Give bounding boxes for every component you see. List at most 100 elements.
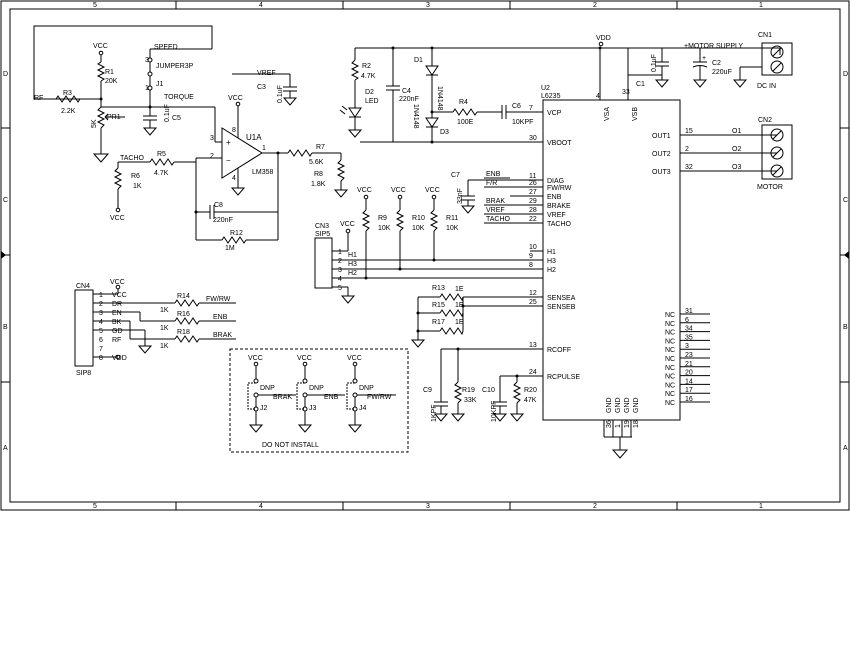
dnp-label: DNP	[260, 385, 275, 392]
power-section: VDD +MOTOR SUPPLY C1 0.1uF + C2 220uF	[596, 32, 793, 191]
nc-label: NC	[665, 382, 675, 389]
u2-pin-name: H1	[547, 249, 556, 256]
r8-value: 1.8K	[311, 181, 326, 188]
brak-label: BRAK	[213, 332, 232, 339]
c4-ref: C4	[402, 88, 411, 95]
jumper-pin	[302, 392, 308, 398]
cn1-ref: CN1	[758, 32, 772, 39]
u2-pin-num: 12	[529, 290, 537, 297]
pr1-ref: PR1	[107, 114, 121, 121]
u2-pin-num: 14	[685, 378, 693, 385]
u2-pin-num: 3	[685, 343, 689, 350]
plus-sign: +	[226, 138, 231, 147]
cn4-pin-num: 6	[99, 337, 103, 344]
u2-pin-num: 29	[529, 198, 537, 205]
r11-value: 10K	[446, 225, 459, 232]
r17-ref: R17	[432, 319, 445, 326]
vcc-label: VCC	[110, 215, 125, 222]
cn4-value: SIP8	[76, 370, 91, 377]
u2-pin-num: 17	[685, 387, 693, 394]
r8-ref: R8	[314, 171, 323, 178]
r1-value: 20K	[105, 78, 118, 85]
dnp-label: DNP	[309, 385, 324, 392]
r2-ref: R2	[362, 63, 371, 70]
r15-value: 1E	[455, 302, 464, 309]
resistor-r19	[453, 381, 463, 404]
led-d2	[348, 107, 362, 118]
u1-pin4: 4	[232, 175, 236, 182]
vdd-label: VDD	[596, 35, 611, 42]
ground-symbol	[492, 413, 508, 422]
o2-label: O2	[732, 146, 741, 153]
ground-symbol	[347, 129, 363, 138]
opamp-u1a: + − U1A LM358 3 2 1 8 4 VCC R7 5.6K R8 1…	[110, 95, 349, 252]
u2-pin-name: FW/RW	[547, 185, 572, 192]
diode-d1	[425, 65, 439, 76]
r14-ref: R14	[177, 293, 190, 300]
col-label: 5	[93, 503, 97, 510]
cn3-pin: 5	[338, 285, 342, 292]
u1-pin8: 8	[232, 127, 236, 134]
nc-label: NC	[665, 365, 675, 372]
gnd-label: GND	[606, 397, 613, 413]
cn4-pin-name: VCC	[112, 292, 127, 299]
u2-pin-name: VREF	[547, 212, 566, 219]
row-label: A	[843, 445, 848, 452]
r18-ref: R18	[177, 329, 190, 336]
jumper-pin	[302, 378, 308, 384]
h1-label: H1	[348, 252, 357, 259]
u2-pin-name: SENSEA	[547, 295, 576, 302]
vcc-label: VCC	[93, 43, 108, 50]
r20-ref: R20	[524, 387, 537, 394]
cn4-pin-name: BK	[112, 319, 122, 326]
r19-ref: R19	[462, 387, 475, 394]
u2-pin-num: 27	[529, 189, 537, 196]
ground-symbol	[282, 97, 298, 106]
resistor-r16	[174, 317, 200, 325]
u1-pin3: 3	[210, 135, 214, 142]
c5-value: 0.1uF	[164, 104, 171, 122]
cn3-pin: 3	[338, 267, 342, 274]
cn3-pin: 1	[338, 249, 342, 256]
u2-pin-num: 13	[529, 342, 537, 349]
u2-pin-num: 25	[529, 299, 537, 306]
u2-pin-num: 35	[685, 334, 693, 341]
c6-ref: C6	[512, 103, 521, 110]
speed-label: SPEED	[154, 44, 178, 51]
nc-label: NC	[665, 312, 675, 319]
r16-ref: R16	[177, 311, 190, 318]
j1-value: JUMPER3P	[156, 63, 194, 70]
ground-symbol	[248, 424, 264, 433]
cn4-pin-name: RF	[112, 337, 121, 344]
hall-section: CN3 SIP5 1 2 3 4 5 H1 H3 H2 VCC VCC R9 1…	[314, 187, 543, 304]
cn4-pin-num: 8	[99, 355, 103, 362]
jumper-pin	[253, 392, 259, 398]
cn4-pin-num: 3	[99, 310, 103, 317]
drawing-frame: 5 4 3 2 1 5 4 3 2 1 D C B A D C B A	[0, 0, 850, 511]
ground-symbol	[732, 79, 748, 88]
vref-net-label: VREF	[486, 207, 505, 214]
terminal-cn2	[761, 124, 793, 180]
u2-nc-pins: NC31NC6NC34NC35NC3NC23NC21NC20NC14NC17NC…	[665, 308, 710, 407]
resistor-r6	[113, 167, 123, 190]
u2-ref: U2	[541, 85, 550, 92]
ground-symbol	[509, 413, 525, 422]
vcc-label: VCC	[297, 355, 312, 362]
u2-pin-num: 23	[685, 352, 693, 359]
col-label: 1	[759, 2, 763, 9]
gnd-label: GND	[624, 397, 631, 413]
u2-pin-num: 26	[529, 180, 537, 187]
resistor-r11	[429, 209, 439, 232]
o3-label: O3	[732, 164, 741, 171]
nc-label: NC	[665, 347, 675, 354]
u2-pin-num: 22	[529, 216, 537, 223]
c5-ref: C5	[172, 115, 181, 122]
cn3-ref: CN3	[315, 223, 329, 230]
j1-ref: J1	[156, 81, 164, 88]
c7-ref: C7	[451, 172, 460, 179]
u2-pin-num: 30	[529, 135, 537, 142]
resistor-r18	[174, 335, 200, 343]
diode-d3	[425, 117, 439, 128]
